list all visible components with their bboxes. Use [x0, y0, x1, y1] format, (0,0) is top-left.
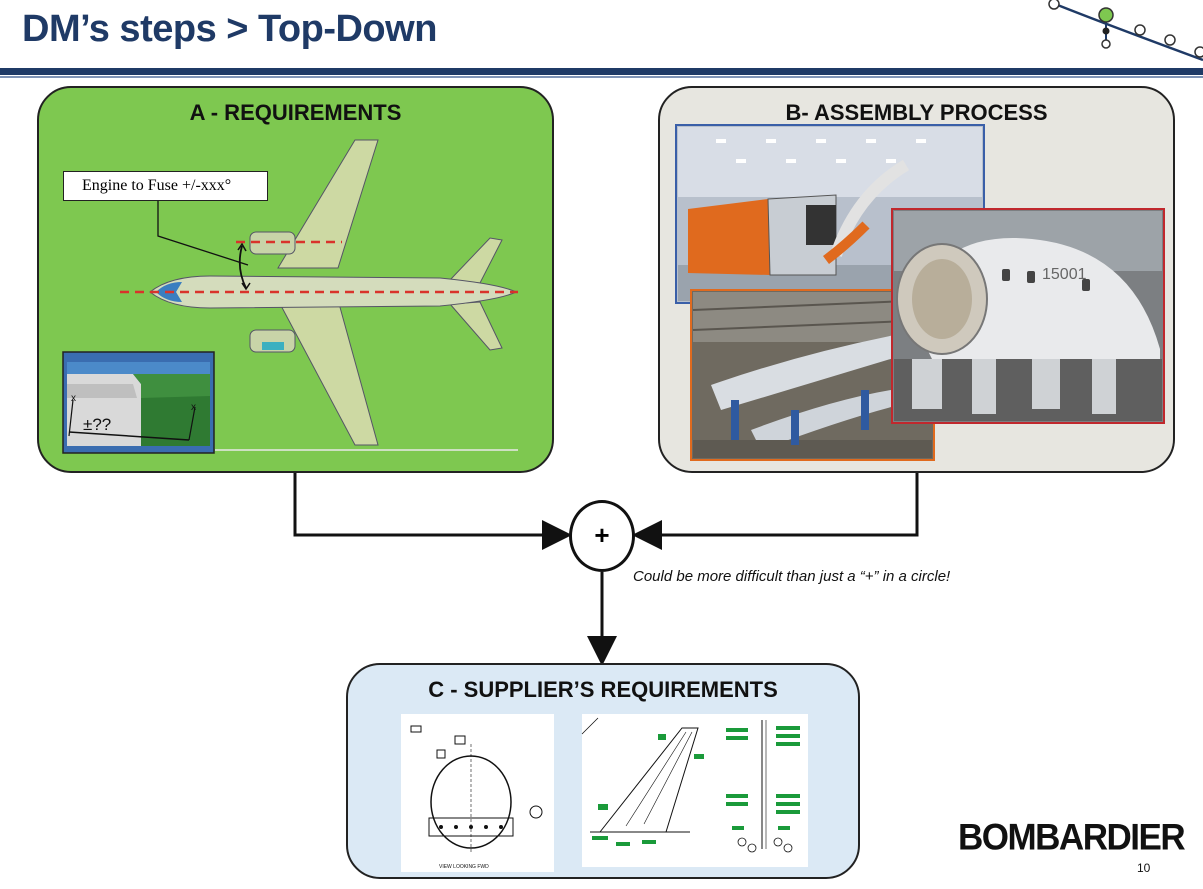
combine-note: Could be more difficult than just a “+” … — [633, 568, 951, 585]
title-rule-thin — [0, 76, 1203, 78]
fuselage-section-drawing: VIEW LOOKING FWD — [401, 714, 554, 872]
bombardier-logo: BOMBARDIER — [958, 817, 1186, 858]
process-chain-decoration — [1048, 0, 1203, 62]
robot-cell-photo — [675, 124, 985, 304]
page-number: 10 — [1137, 861, 1151, 875]
supplier-requirements-title: C - SUPPLIER’S REQUIREMENTS — [428, 677, 778, 702]
engine-to-fuse-callout: Engine to Fuse +/-xxx° — [63, 171, 268, 201]
tolerance-drawing — [581, 714, 808, 867]
tolerance-label: ±?? — [83, 415, 111, 434]
svg-text:x: x — [191, 402, 196, 413]
drawing-caption: VIEW LOOKING FWD — [439, 864, 489, 870]
svg-text:x: x — [71, 393, 76, 404]
tolerance-inset: x x ±?? — [62, 351, 215, 454]
combine-operator: + — [569, 500, 635, 572]
title-rule — [0, 68, 1203, 75]
requirements-title: A - REQUIREMENTS — [189, 100, 402, 125]
assembly-process-title: B- ASSEMBLY PROCESS — [785, 100, 1048, 125]
fuselage-section-photo: 15001 — [891, 208, 1165, 424]
slide-title: DM’s steps > Top-Down — [22, 8, 437, 50]
fuselage-serial-text: 15001 — [1042, 266, 1087, 283]
